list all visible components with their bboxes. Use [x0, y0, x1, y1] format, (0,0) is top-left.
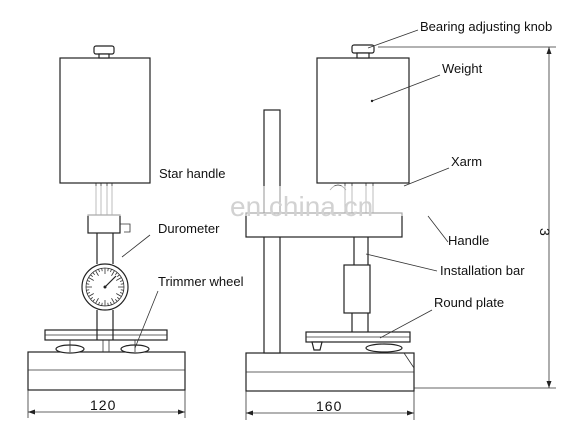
dial-tick: [98, 269, 100, 273]
dial-tick: [111, 298, 115, 304]
dial-tick: [98, 301, 100, 305]
installation-bar-block: [343, 264, 371, 314]
watermark-text: en.china.cn: [230, 191, 373, 222]
label-handle: Handle: [448, 233, 489, 248]
dimension-left-width: 120: [90, 397, 116, 413]
dimension-height: 3: [537, 228, 553, 237]
right-arm: [245, 212, 403, 238]
label-installation-bar: Installation bar: [440, 263, 525, 278]
dial-tick: [101, 302, 103, 306]
dial-tick: [92, 299, 96, 302]
dial-tick: [114, 299, 118, 302]
dial-tick: [120, 283, 124, 285]
dial-tick: [116, 277, 122, 281]
left-knob: [93, 45, 115, 55]
dial-tick: [88, 277, 94, 281]
left-base: [27, 351, 186, 391]
dial-tick: [110, 301, 112, 305]
dial-tick: [119, 280, 123, 282]
label-trimmer-wheel: Trimmer wheel: [158, 274, 244, 289]
dial-tick: [117, 296, 120, 300]
dial-tick: [95, 298, 99, 304]
dimension-right-width: 160: [316, 398, 342, 414]
dial-tick: [111, 270, 115, 276]
right-weight: [316, 57, 410, 184]
dial-tick: [92, 272, 96, 275]
left-view: [27, 45, 186, 418]
left-weight: [59, 57, 151, 184]
dial-tick: [86, 283, 90, 285]
dial-tick: [90, 296, 93, 300]
dial-tick: [87, 280, 91, 282]
dial-tick: [110, 269, 112, 273]
dial-tick: [119, 292, 123, 294]
label-star-handle: Star handle: [159, 166, 226, 181]
dial-tick: [87, 292, 91, 294]
dial-tick: [116, 293, 122, 297]
label-xarm: Xarm: [451, 154, 482, 169]
right-view: [245, 44, 556, 420]
dial-tick: [101, 268, 103, 272]
label-bearing-adjusting-knob: Bearing adjusting knob: [420, 19, 552, 34]
dial-tick: [88, 293, 94, 297]
dial-tick: [90, 274, 93, 278]
leader-lines: [121, 29, 450, 349]
label-round-plate: Round plate: [434, 295, 504, 310]
dial-tick: [95, 270, 99, 276]
right-knob: [351, 44, 375, 54]
left-clamp-block: [87, 214, 121, 234]
dial-tick: [107, 268, 109, 272]
dial-tick: [120, 289, 124, 291]
label-durometer: Durometer: [158, 221, 220, 236]
dial-tick: [86, 289, 90, 291]
dial-tick: [117, 274, 120, 278]
right-trimmer-wheel: [365, 343, 403, 353]
dial-tick: [114, 272, 118, 275]
label-weight: Weight: [442, 61, 483, 76]
dial-tick: [107, 302, 109, 306]
